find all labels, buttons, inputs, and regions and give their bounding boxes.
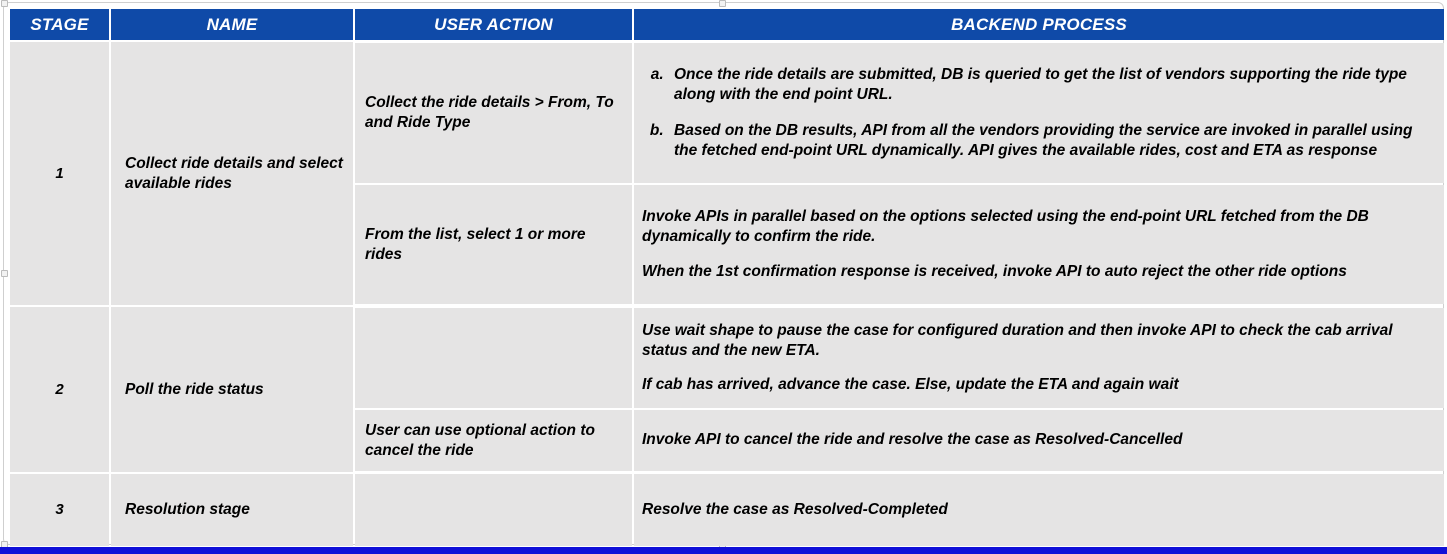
bottom-accent-bar (0, 547, 1447, 554)
user-action-cell-1a: Collect the ride details > From, To and … (355, 43, 632, 183)
user-action-text-2b: User can use optional action to cancel t… (365, 421, 595, 459)
stage-number-cell-1: 1 (10, 42, 109, 305)
stage-number-3: 3 (55, 501, 64, 519)
stage-number-2: 2 (55, 380, 64, 398)
stage-name-cell-3: Resolution stage (111, 474, 353, 546)
column-header-backend-process: BACKEND PROCESS (634, 9, 1444, 40)
table-header-row: STAGE NAME USER ACTION BACKEND PROCESS (10, 9, 1444, 40)
backend-cell-2b: Invoke API to cancel the ride and resolv… (634, 410, 1444, 471)
column-header-name: NAME (111, 9, 353, 40)
resize-handle-middle-left[interactable] (1, 270, 8, 277)
backend-subgrid-1: Once the ride details are submitted, DB … (634, 41, 1444, 306)
backend-group-1: Once the ride details are submitted, DB … (634, 42, 1444, 305)
backend-cell-1b: Invoke APIs in parallel based on the opt… (634, 185, 1444, 304)
stage-number-1: 1 (55, 164, 64, 182)
resize-handle-top-center[interactable] (719, 0, 726, 7)
stage-name-cell-2: Poll the ride status (111, 307, 353, 472)
stage-name-2: Poll the ride status (125, 380, 264, 398)
stage-name-1: Collect ride details and select availabl… (125, 154, 343, 192)
user-action-cell-1b: From the list, select 1 or more rides (355, 185, 632, 304)
user-action-cell-3 (355, 474, 632, 546)
stage-number-cell-2: 2 (10, 307, 109, 472)
paragraph: Invoke APIs in parallel based on the opt… (642, 208, 1369, 246)
user-action-cell-2a (355, 308, 632, 408)
user-action-subgrid-1: Collect the ride details > From, To and … (355, 41, 632, 306)
list-item: Once the ride details are submitted, DB … (668, 65, 1438, 105)
backend-cell-2a: Use wait shape to pause the case for con… (634, 308, 1444, 408)
user-action-text-1b: From the list, select 1 or more rides (365, 225, 586, 263)
backend-ordered-list-1a: Once the ride details are submitted, DB … (642, 65, 1438, 161)
backend-cell-3: Resolve the case as Resolved-Completed (634, 474, 1444, 546)
backend-text-1a: Once the ride details are submitted, DB … (634, 59, 1444, 167)
user-action-text-1a: Collect the ride details > From, To and … (365, 94, 614, 131)
table-row: 3 Resolution stage Resolve the case as R… (10, 474, 1444, 546)
backend-text-3: Resolve the case as Resolved-Completed (642, 500, 948, 518)
backend-group-2: Use wait shape to pause the case for con… (634, 307, 1444, 472)
paragraph: When the 1st confirmation response is re… (642, 262, 1347, 280)
backend-text-2a: Use wait shape to pause the case for con… (634, 315, 1444, 401)
resize-handle-top-left[interactable] (1, 0, 8, 7)
user-action-group-1: Collect the ride details > From, To and … (355, 42, 632, 305)
paragraph: If cab has arrived, advance the case. El… (642, 376, 1179, 394)
paragraph: Use wait shape to pause the case for con… (642, 321, 1393, 359)
column-header-stage: STAGE (10, 9, 109, 40)
stage-number-cell-3: 3 (10, 474, 109, 546)
backend-cell-1a: Once the ride details are submitted, DB … (634, 43, 1444, 183)
backend-text-2b: Invoke API to cancel the ride and resolv… (642, 431, 1183, 449)
table-row: 1 Collect ride details and select availa… (10, 42, 1444, 305)
backend-subgrid-2: Use wait shape to pause the case for con… (634, 306, 1444, 473)
column-header-user-action: USER ACTION (355, 9, 632, 40)
list-item: Based on the DB results, API from all th… (668, 121, 1438, 161)
backend-text-1b: Invoke APIs in parallel based on the opt… (634, 201, 1444, 287)
user-action-cell-2b: User can use optional action to cancel t… (355, 410, 632, 471)
user-action-subgrid-2: User can use optional action to cancel t… (355, 306, 632, 473)
user-action-text-2a (355, 352, 632, 364)
user-action-text-3 (355, 504, 632, 516)
stage-matrix-table: STAGE NAME USER ACTION BACKEND PROCESS 1… (8, 7, 1446, 548)
user-action-group-2: User can use optional action to cancel t… (355, 307, 632, 472)
stage-name-cell-1: Collect ride details and select availabl… (111, 42, 353, 305)
table-row: 2 Poll the ride status Us (10, 307, 1444, 472)
stage-name-3: Resolution stage (125, 501, 250, 519)
